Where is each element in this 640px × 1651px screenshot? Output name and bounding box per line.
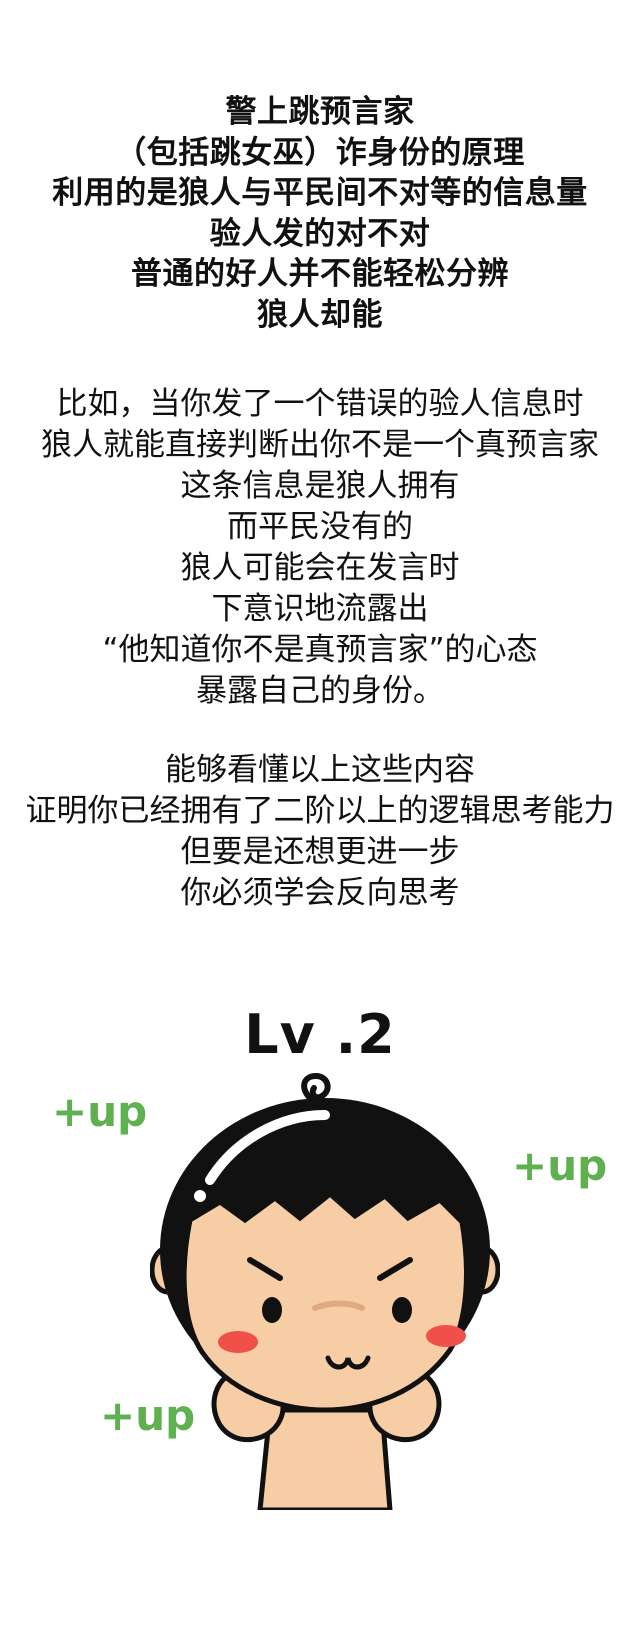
hair-curl-icon	[301, 1072, 331, 1103]
text-line: 狼人就能直接判断出你不是一个真预言家	[41, 427, 599, 463]
text-line: 下意识地流露出	[211, 591, 429, 627]
right-blush	[426, 1325, 466, 1347]
up-label: +up	[100, 1391, 196, 1440]
text-line: 这条信息是狼人拥有	[180, 468, 460, 504]
text-line: 但要是还想更进一步	[180, 834, 460, 870]
example-paragraph: 比如，当你发了一个错误的验人信息时 狼人就能直接判断出你不是一个真预言家 这条信…	[0, 384, 640, 712]
text-line: 暴露自己的身份。	[196, 673, 444, 709]
left-blush	[218, 1331, 258, 1353]
left-eye	[262, 1297, 282, 1323]
text-line: 狼人可能会在发言时	[180, 550, 460, 586]
text-line: “他知道你不是真预言家”的心态	[102, 632, 538, 668]
right-eye	[392, 1297, 412, 1323]
level-label: Lv .2	[244, 1003, 396, 1066]
flexing-boy-mascot	[150, 1072, 500, 1510]
intro-bold-text: 警上跳预言家 （包括跳女巫）诈身份的原理 利用的是狼人与平民间不对等的信息量 验…	[0, 92, 640, 335]
left-brow	[247, 1257, 283, 1281]
hair-shine-dot	[194, 1190, 206, 1202]
text-line: 证明你已经拥有了二阶以上的逻辑思考能力	[25, 793, 615, 829]
text-line: 而平民没有的	[227, 509, 413, 545]
text-line: 狼人却能	[257, 296, 383, 333]
text-line: 利用的是狼人与平民间不对等的信息量	[52, 175, 588, 211]
conclusion-paragraph: 能够看懂以上这些内容 证明你已经拥有了二阶以上的逻辑思考能力 但要是还想更进一步…	[0, 750, 640, 914]
text-line: （包括跳女巫）诈身份的原理	[115, 134, 525, 171]
right-brow	[377, 1257, 413, 1281]
up-label: +up	[52, 1087, 148, 1136]
text-line: 普通的好人并不能轻松分辨	[131, 256, 509, 292]
text-line: 比如，当你发了一个错误的验人信息时	[56, 386, 584, 422]
nose	[312, 1300, 365, 1311]
text-line: 能够看懂以上这些内容	[165, 752, 475, 788]
hair-shine	[205, 1110, 330, 1185]
text-line: 验人发的对不对	[209, 215, 431, 252]
text-line: 警上跳预言家	[225, 94, 415, 130]
up-label: +up	[512, 1141, 608, 1190]
mouth	[325, 1355, 371, 1370]
text-line: 你必须学会反向思考	[180, 875, 460, 911]
